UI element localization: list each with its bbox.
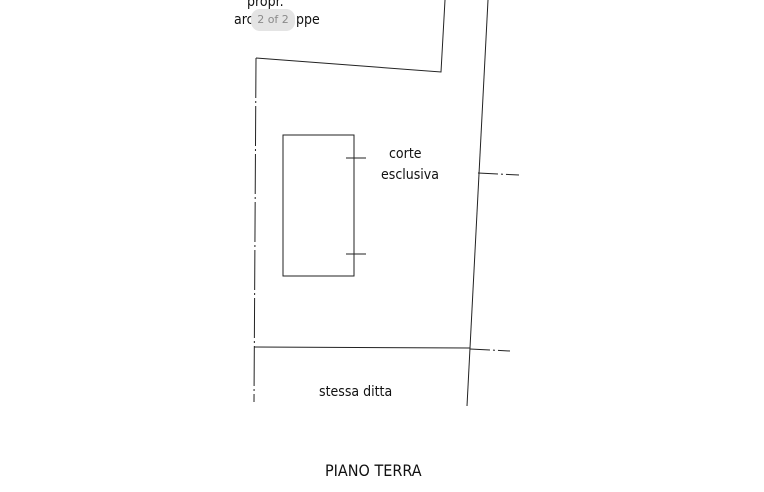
same-owner-label: stessa ditta	[319, 384, 393, 400]
upper-plot-boundary	[255, 0, 446, 73]
right-dash-upper	[477, 172, 520, 176]
owner-label-line2-left: arc	[234, 12, 254, 28]
floor-title: PIANO TERRA	[325, 461, 422, 480]
courtyard-label-line2: esclusiva	[381, 167, 439, 183]
left-boundary	[253, 57, 257, 403]
right-boundary	[466, 0, 489, 407]
courtyard-label-line1: corte	[389, 146, 422, 162]
building-rectangle	[282, 134, 355, 277]
right-dash-lower	[469, 348, 511, 352]
divider-line	[253, 346, 471, 349]
owner-label-line2-right: ppe	[296, 12, 320, 28]
owner-label-line1: propr.	[247, 0, 284, 10]
page-indicator-badge: 2 of 2	[251, 9, 295, 31]
